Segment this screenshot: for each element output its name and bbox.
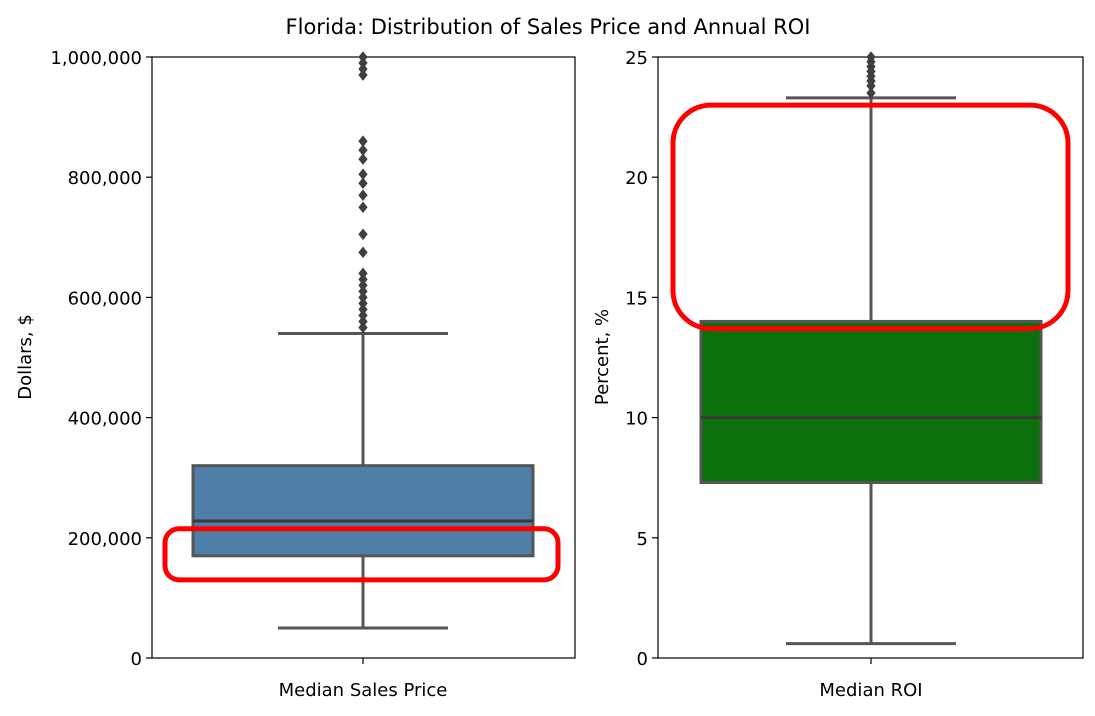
outlier-point	[358, 291, 368, 304]
outlier-point	[358, 177, 368, 190]
outlier-point	[358, 228, 368, 241]
outlier-point	[358, 189, 368, 202]
outlier-point	[358, 273, 368, 286]
outlier-point	[358, 309, 368, 322]
y-tick-label: 1,000,000	[50, 48, 142, 69]
y-tick-label: 0	[131, 649, 142, 670]
y-tick-label: 600,000	[68, 288, 142, 309]
highlight-box	[670, 102, 1071, 332]
y-tick-label: 0	[637, 649, 648, 670]
outlier-point	[358, 69, 368, 81]
outlier-point	[358, 51, 368, 63]
y-axis-label: Dollars, $	[15, 314, 36, 400]
y-tick-label: 5	[637, 529, 648, 550]
outlier-point	[358, 279, 368, 292]
outlier-point	[358, 153, 368, 165]
iqr-box	[699, 319, 1043, 485]
outlier-point	[866, 51, 876, 63]
outlier-point	[866, 87, 876, 99]
x-axis-label: Median ROI	[819, 680, 922, 701]
y-tick-label: 15	[625, 288, 648, 309]
y-axis-label: Percent, %	[592, 309, 613, 405]
outlier-point	[358, 285, 368, 298]
y-tick-label: 10	[625, 409, 648, 430]
highlight-box	[162, 526, 561, 583]
outlier-point	[358, 267, 368, 280]
y-tick-label: 400,000	[68, 409, 142, 430]
outlier-point	[358, 63, 368, 75]
outlier-point	[358, 315, 368, 328]
y-tick-label: 800,000	[68, 168, 142, 189]
outlier-point	[358, 303, 368, 316]
outlier-point	[358, 201, 368, 214]
y-tick-label: 20	[625, 168, 648, 189]
outlier-point	[358, 297, 368, 310]
outlier-point	[358, 144, 368, 156]
chart-title: Florida: Distribution of Sales Price and…	[286, 15, 811, 39]
iqr-box	[191, 464, 535, 558]
outlier-point	[358, 135, 368, 147]
outlier-point	[358, 168, 368, 180]
y-tick-label: 200,000	[68, 529, 142, 550]
x-axis-label: Median Sales Price	[279, 680, 448, 701]
sales-price-panel: 0 200,000 400,000 600,000 800,000 1,000,000Me…	[15, 48, 576, 701]
outlier-point	[358, 57, 368, 69]
y-tick-label: 25	[625, 48, 648, 69]
outlier-point	[358, 321, 368, 334]
outlier-point	[358, 246, 368, 259]
